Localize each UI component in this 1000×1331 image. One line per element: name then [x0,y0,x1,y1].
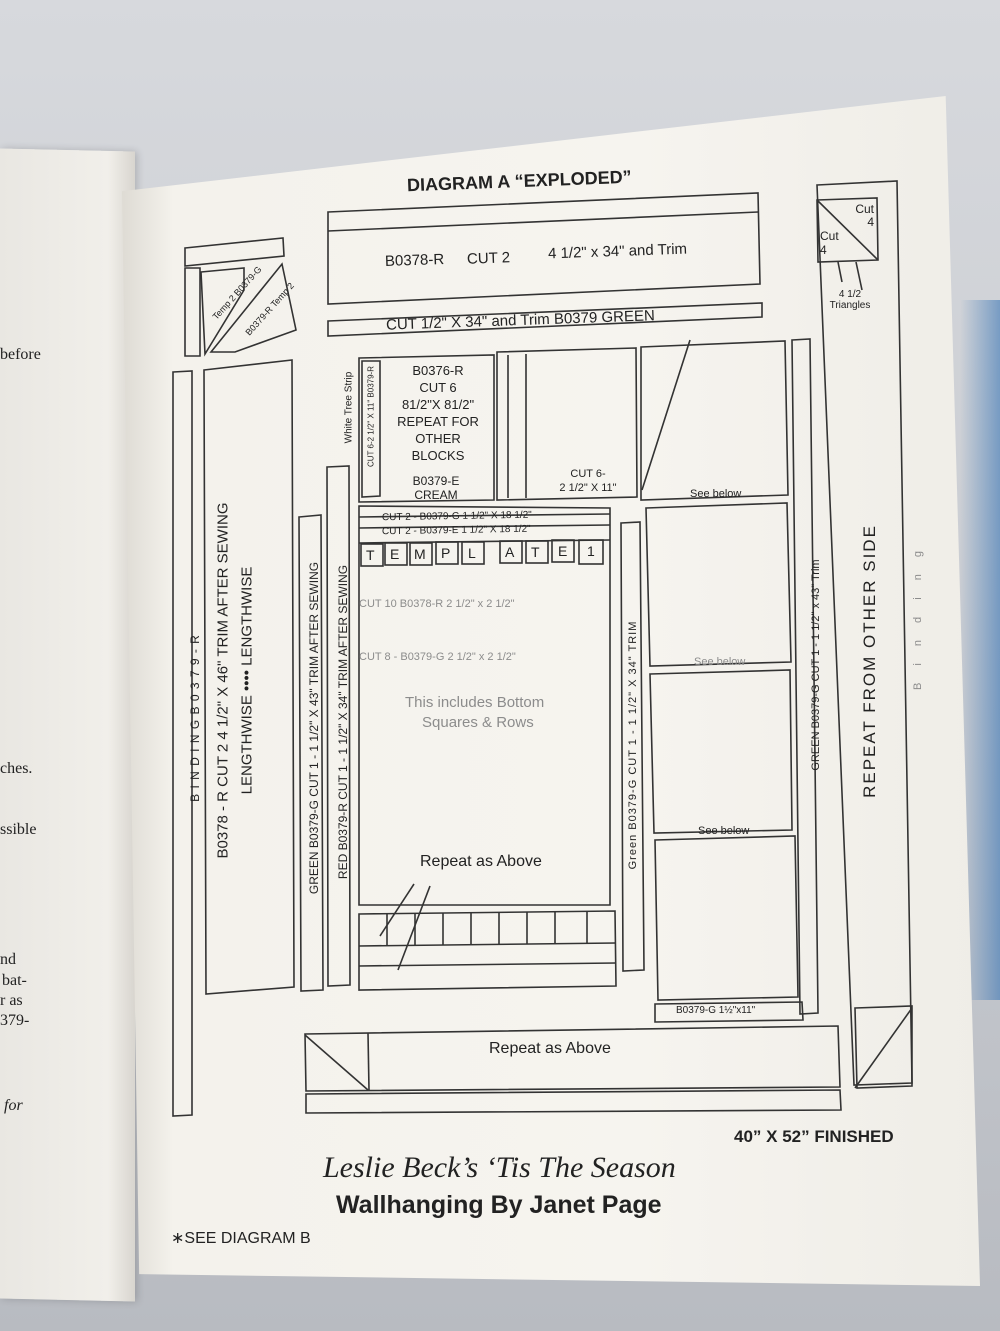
cut6-line1: CUT 6- [570,468,606,480]
left-fragment: 379- [0,1012,30,1029]
right-green-strip [791,338,819,1015]
block-r-size: 81/2"X 81/2" [401,397,475,412]
template-letter: P [441,545,451,561]
left-fragment: ches. [0,760,33,777]
cut-triangle-left: Cut 4 [820,229,839,257]
corner-strip-left [184,267,201,357]
includes-line2: Squares & Rows [422,714,534,731]
right-block-4 [654,835,799,1001]
block-r-fabric: B0376-R [412,363,464,378]
center-block [358,354,495,503]
see-below-label: See below [698,825,750,837]
template-letter: E [390,546,400,562]
cut10-label: CUT 10 B0378-R 2 1/2" x 2 1/2" [359,598,515,610]
see-below-label: See below [694,656,746,668]
template-letter: M [414,546,426,562]
cream-fabric: B0379-E [412,474,460,488]
template-letter: L [468,545,476,561]
left-border-line1: B0378 - R CUT 2 4 1/2" X 46" TRIM AFTER … [214,502,232,859]
cut6-block [496,347,638,501]
block-r-repeat: REPEAT FOR [397,414,479,429]
bottom-row-squares [358,910,617,991]
green-vertical-strip [298,514,324,992]
right-block-3 [649,669,793,834]
template-letter: T [366,547,375,563]
template-letter: 1 [587,543,595,559]
center-green-label: Green B0379-G CUT 1 - 1 1/2" X 34" TRIM [627,620,639,870]
template-letter: T [531,544,540,560]
red-strip-vertical: RED B0379-R CUT 1 - 1 1/2" X 34" TRIM AF… [336,564,350,880]
top-border-cut: CUT 2 [466,249,511,268]
green-strip-vertical: GREEN B0379-G CUT 1 - 1 1/2" X 43" TRIM … [307,561,321,895]
cut-triangle-note: 4 1/2 Triangles [829,289,871,311]
block-r-cut: CUT 6 [419,380,457,395]
cut6-line2: 2 1/2" X 11" [559,482,617,494]
bottom-strip [305,1089,842,1114]
repeat-as-above-bottom: Repeat as Above [489,1040,611,1057]
see-below-label: See below [690,488,742,500]
center-lower-panel [358,505,611,906]
block-r-repeat: BLOCKS [411,448,465,463]
finished-size: 40” X 52” FINISHED [734,1127,894,1146]
left-fragment: nd [0,951,16,968]
left-fragment: for [4,1097,23,1114]
credit-author: Wallhanging By Janet Page [336,1191,662,1219]
repeat-as-above: Repeat as Above [420,853,542,870]
small-cut-strip: CUT 6-2 1/2" X 11" B0379-R [366,366,376,467]
top-border-piece [327,192,761,305]
footnote: ∗SEE DIAGRAM B [171,1230,311,1247]
right-binding-label: B i n d i n g [912,543,924,691]
corner-triangle-lower [209,262,297,353]
right-block-2 [645,502,792,667]
cut6-label: CUT 6- 2 1/2" X 11" [538,467,638,495]
left-fragment: before [0,346,41,363]
left-border-piece [203,359,295,995]
left-border-line2: LENGTHWISE •••• LENGTHWISE [238,566,256,795]
credit-title: Leslie Beck’s ‘Tis The Season [323,1151,676,1184]
template-letter: A [505,544,515,560]
template-letter: E [558,543,568,559]
left-fragment: ssible [0,821,37,838]
red-vertical-strip [326,465,351,987]
cream-color: CREAM [414,488,458,502]
cream-label: B0379-E CREAM [394,474,478,502]
block-r-label: B0376-R CUT 6 81/2"X 81/2" REPEAT FOR OT… [386,362,490,464]
small-label: B0379-G 1½"x11" [676,1005,756,1016]
white-tree-strip: White Tree Strip [343,371,355,444]
bottom-border-piece [304,1025,841,1092]
repeat-other-side: REPEAT FROM OTHER SIDE [860,524,879,798]
left-binding-strip [172,370,193,1117]
left-fragment: bat- [2,972,27,989]
includes-line1: This includes Bottom [405,694,545,711]
small-label-box [654,1001,804,1023]
cut-triangle-top: Cut 4 [855,202,874,229]
block-r-repeat: OTHER [415,431,461,446]
left-binding-label: B I N D I N G B 0 3 7 9 - R [188,634,202,802]
corner-triangle-upper [200,267,245,357]
template-squares [360,539,604,567]
top-border-fabric: B0378-R [384,250,445,271]
top-green-strip [327,302,763,337]
right-block-1 [640,340,789,501]
left-fragment: r as [0,992,23,1009]
center-green-strip [620,521,645,972]
right-green-label: GREEN B0379-G CUT 1 - 1 1/2" x 43" Trim [810,559,822,771]
corner-strip-top [184,237,285,267]
cut8-label: CUT 8 - B0379-G 2 1/2" x 2 1/2" [359,651,516,663]
